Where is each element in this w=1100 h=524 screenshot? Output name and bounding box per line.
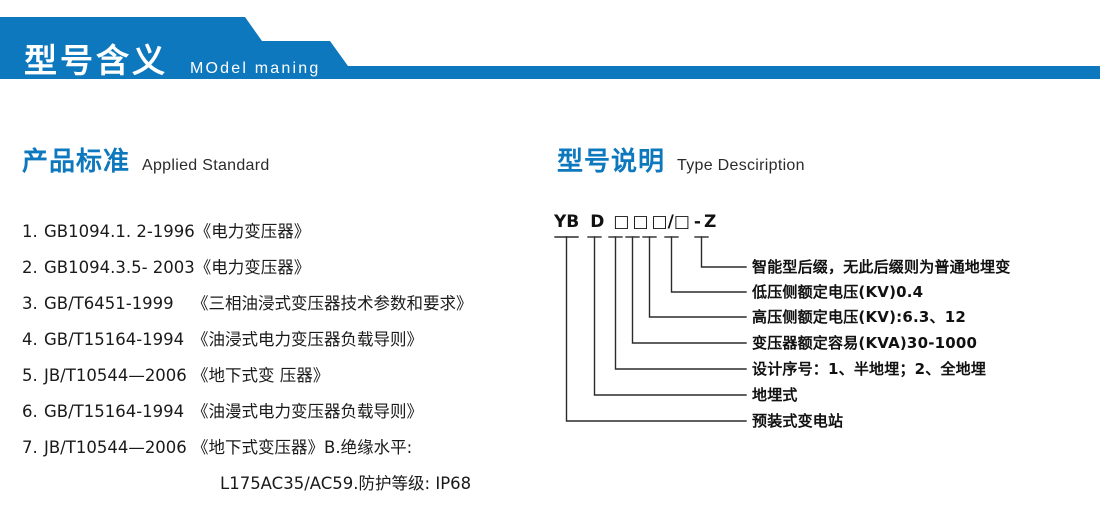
standard-index: 6. xyxy=(22,402,38,421)
standard-code: JB/T10544—2006 xyxy=(44,438,187,457)
standard-code: GB/T15164-1994 xyxy=(44,330,185,349)
standard-row: 1. GB1094.1. 2-1996《电力变压器》 xyxy=(22,214,542,250)
standard-code: GB1094.3.5- 2003 xyxy=(44,258,195,277)
code-token-yb: YB xyxy=(554,212,580,232)
standard-index: 4. xyxy=(22,330,38,349)
leader-label-buried-type: 地埋式 xyxy=(752,386,798,404)
code-token-box-1: □ xyxy=(613,212,630,232)
section-heading-type-description-cn: 型号说明 xyxy=(557,147,666,177)
leader-label-hv-voltage: 高压侧额定电压(KV):6.3、12 xyxy=(752,308,966,326)
standard-code: GB/T6451-1999 xyxy=(44,294,174,313)
page-header-banner: 型号含义 MOdel maning xyxy=(0,17,1100,93)
standard-code: GB/T15164-1994 xyxy=(44,402,185,421)
standard-index: 7. xyxy=(22,438,38,457)
leader-line-bracket xyxy=(554,236,747,422)
leader-label-rated-capacity: 变压器额定容易(KVA)30-1000 xyxy=(752,334,978,352)
standard-title: 《电力变压器》 xyxy=(194,222,311,241)
standard-row: 2. GB1094.3.5- 2003《电力变压器》 xyxy=(22,250,542,286)
section-heading-applied-standard-cn: 产品标准 xyxy=(22,147,131,177)
standard-index: 1. xyxy=(22,222,38,241)
standard-title: 《电力变压器》 xyxy=(194,258,311,277)
standard-code: GB1094.1. 2-1996 xyxy=(44,222,195,241)
standard-row: 4. GB/T15164-1994 《油浸式电力变压器负载导则》 xyxy=(22,322,542,358)
standard-title: 《油浸式电力变压器负载导则》 xyxy=(192,330,423,349)
section-heading-applied-standard: 产品标准 Applied Standard xyxy=(22,141,270,178)
standard-title: 《三相油浸式变压器技术参数和要求》 xyxy=(192,294,473,313)
standard-row: 6. GB/T15164-1994 《油漫式电力变压器负载导则》 xyxy=(22,394,542,430)
section-heading-type-description: 型号说明 Type Desciription xyxy=(557,141,805,178)
banner-title-english: MOdel maning xyxy=(190,60,321,77)
code-token-box-3: □ xyxy=(651,212,668,232)
standard-code: JB/T10544—2006 xyxy=(44,366,187,385)
code-token-dash: - xyxy=(693,212,701,232)
leader-label-group: 智能型后缀，无此后缀则为普通地埋变 低压侧额定电压(KV)0.4 高压侧额定电压… xyxy=(548,212,1100,472)
code-token-z: Z xyxy=(703,212,717,232)
applied-standards-list: 1.GB1094.1. 2-1996《电力变压器》 2.GB1094.3.5- … xyxy=(22,214,542,502)
section-heading-applied-standard-en: Applied Standard xyxy=(142,157,270,174)
standard-index: 3. xyxy=(22,294,38,313)
standard-continuation-line: L175AC35/AC59.防护等级: IP68 xyxy=(220,474,472,493)
standard-row: 7. JB/T10544—2006 《地下式变压器》B.绝缘水平: xyxy=(22,430,542,466)
standard-row: 3. GB/T6451-1999 《三相油浸式变压器技术参数和要求》 xyxy=(22,286,542,322)
banner-background-shape xyxy=(0,17,1100,79)
leader-label-smart-suffix: 智能型后缀，无此后缀则为普通地埋变 xyxy=(752,258,1011,276)
code-token-box-4: □ xyxy=(673,212,690,232)
standard-title: 《地下式变 压器》 xyxy=(192,366,330,385)
standard-title: 《油漫式电力变压器负载导则》 xyxy=(192,402,423,421)
leader-label-prefab-substation: 预装式变电站 xyxy=(752,412,844,430)
standard-row: 5. JB/T10544—2006 《地下式变 压器》 xyxy=(22,358,542,394)
banner-title-chinese: 型号含义 xyxy=(24,41,168,80)
code-token-d: D xyxy=(590,212,605,232)
section-heading-type-description-en: Type Desciription xyxy=(677,157,805,174)
standard-index: 5. xyxy=(22,366,38,385)
standard-index: 2. xyxy=(22,258,38,277)
standard-title: 《地下式变压器》B.绝缘水平: xyxy=(192,438,413,457)
leader-label-design-serial: 设计序号：1、半地埋；2、全地埋 xyxy=(752,360,987,378)
code-token-box-2: □ xyxy=(632,212,649,232)
code-token-slash: / xyxy=(667,212,674,232)
leader-label-lv-voltage: 低压侧额定电压(KV)0.4 xyxy=(752,283,924,301)
